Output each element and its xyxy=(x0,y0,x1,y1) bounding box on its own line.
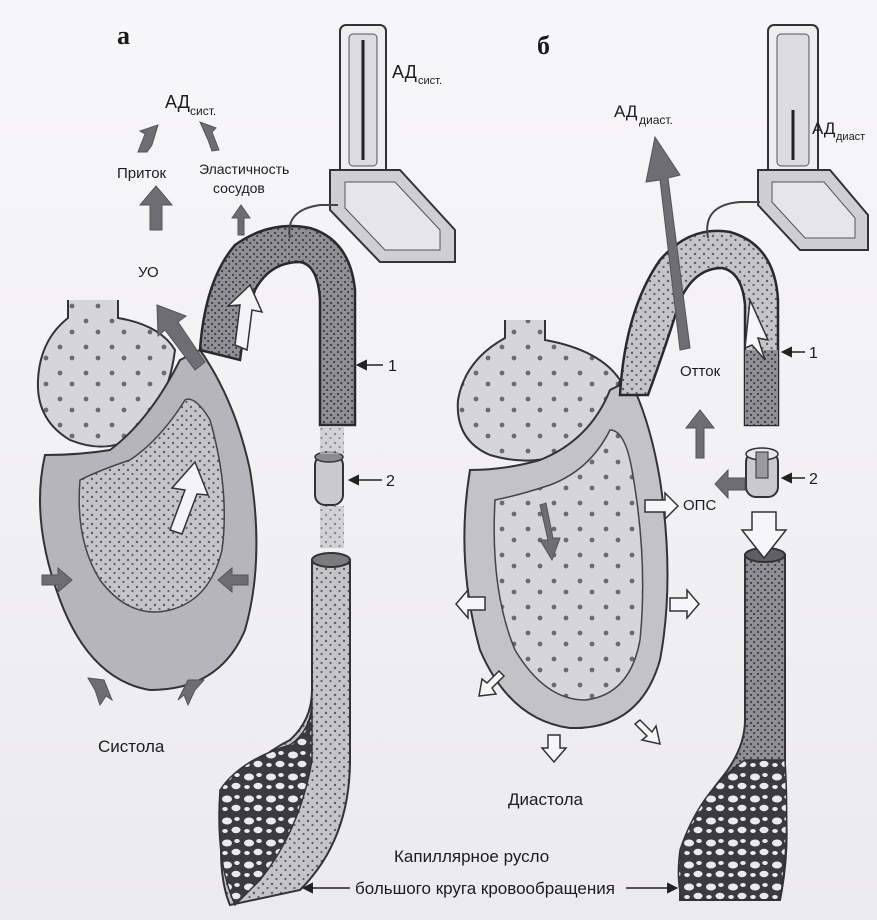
inflow-label-a: Приток xyxy=(117,165,167,182)
stroke-volume-label-a: УО xyxy=(138,264,159,281)
gauge-sub-b: диаст xyxy=(836,131,865,143)
marker-1-a: 1 xyxy=(388,358,397,375)
panel-b: б АД диаст АД диаст. Отто xyxy=(456,25,868,900)
gauge-label-a: АД xyxy=(392,62,417,82)
resistance-label-b: ОПС xyxy=(683,497,716,514)
panel-a: а АД сист. АД сист. xyxy=(38,21,455,905)
panel-a-letter: а xyxy=(117,21,130,50)
panel-b-letter: б xyxy=(537,31,550,60)
elasticity-label-1-a: Эластичность xyxy=(199,161,289,177)
bp-sub-b: диаст. xyxy=(639,113,673,127)
marker-1-b: 1 xyxy=(809,345,818,362)
bp-sub-a: сист. xyxy=(190,104,216,118)
gauge-sub-a: сист. xyxy=(418,75,442,87)
up-arrow-b xyxy=(686,410,714,458)
capillary-caption-line1: Капиллярное русло xyxy=(394,847,549,866)
manometer-a xyxy=(289,25,455,262)
elasticity-label-2-a: сосудов xyxy=(213,180,265,196)
marker-2-a: 2 xyxy=(386,473,395,490)
bp-label-b: АД xyxy=(614,102,638,121)
phase-label-a: Систола xyxy=(98,737,165,756)
outflow-label-b: Отток xyxy=(680,363,721,380)
capillary-bed-b xyxy=(678,760,786,900)
gauge-label-b: АД xyxy=(812,119,836,138)
left-arrow-b xyxy=(715,470,745,498)
phase-label-b: Диастола xyxy=(508,790,584,809)
bp-label-a: АД xyxy=(165,92,190,112)
marker-2-b: 2 xyxy=(809,471,818,488)
capillary-caption-line2: большого круга кровообращения xyxy=(355,879,615,898)
